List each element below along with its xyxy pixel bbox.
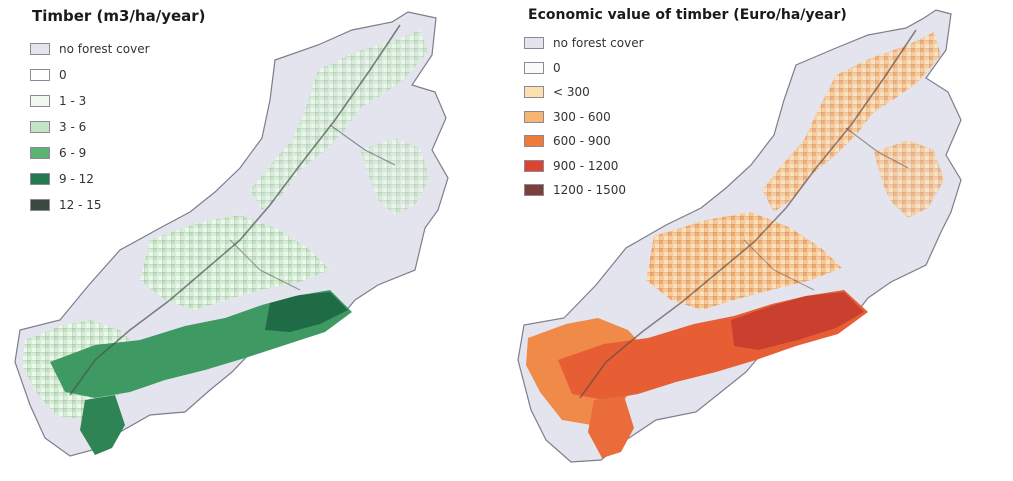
forest-east-branch (360, 138, 430, 215)
legend-item: 300 - 600 (524, 105, 644, 130)
timber-map-panel: Timber (m3/ha/year) no forest cover 0 1 … (0, 0, 506, 481)
legend-item: 6 - 9 (30, 140, 150, 166)
legend-swatch (30, 147, 50, 159)
legend-swatch (30, 121, 50, 133)
legend-swatch (30, 43, 50, 55)
forest-high-south-branch (80, 395, 125, 455)
legend-item: 900 - 1200 (524, 154, 644, 179)
legend-swatch (524, 61, 544, 74)
legend-item: 0 (524, 56, 644, 81)
legend-swatch (30, 95, 50, 107)
legend-item: 1 - 3 (30, 88, 150, 114)
legend-swatch (524, 159, 544, 172)
legend-item: no forest cover (30, 36, 150, 62)
economic-value-map-panel: Economic value of timber (Euro/ha/year) … (506, 0, 1013, 481)
map-title-timber: Timber (m3/ha/year) (32, 7, 206, 25)
legend-item: no forest cover (524, 31, 644, 56)
forest-south-branch (588, 396, 634, 458)
economic-value-map (517, 9, 962, 463)
forest-highest-core (265, 292, 348, 332)
legend-item: 9 - 12 (30, 166, 150, 192)
legend-swatch (524, 110, 544, 123)
legend-swatch (524, 184, 544, 197)
forest-highest-core (731, 292, 864, 350)
legend-swatch (524, 86, 544, 99)
timber-map (14, 11, 449, 457)
map-title-economic-value: Economic value of timber (Euro/ha/year) (528, 7, 847, 23)
river-line (579, 29, 917, 399)
forest-north (250, 30, 428, 210)
forest-north (762, 32, 941, 212)
legend-item: 600 - 900 (524, 129, 644, 154)
legend-item: < 300 (524, 80, 644, 105)
river-line (69, 24, 401, 396)
legend-item: 3 - 6 (30, 114, 150, 140)
legend-swatch (524, 37, 544, 50)
legend-timber: no forest cover 0 1 - 3 3 - 6 6 - 9 9 - … (30, 36, 150, 218)
legend-item: 1200 - 1500 (524, 178, 644, 203)
forest-central (140, 215, 330, 310)
legend-swatch (30, 199, 50, 211)
legend-item: 0 (30, 62, 150, 88)
legend-swatch (30, 173, 50, 185)
legend-swatch (30, 69, 50, 81)
legend-swatch (524, 135, 544, 148)
legend-item: 12 - 15 (30, 192, 150, 218)
legend-economic-value: no forest cover 0 < 300 300 - 600 600 - … (524, 31, 644, 203)
forest-central (646, 212, 842, 310)
